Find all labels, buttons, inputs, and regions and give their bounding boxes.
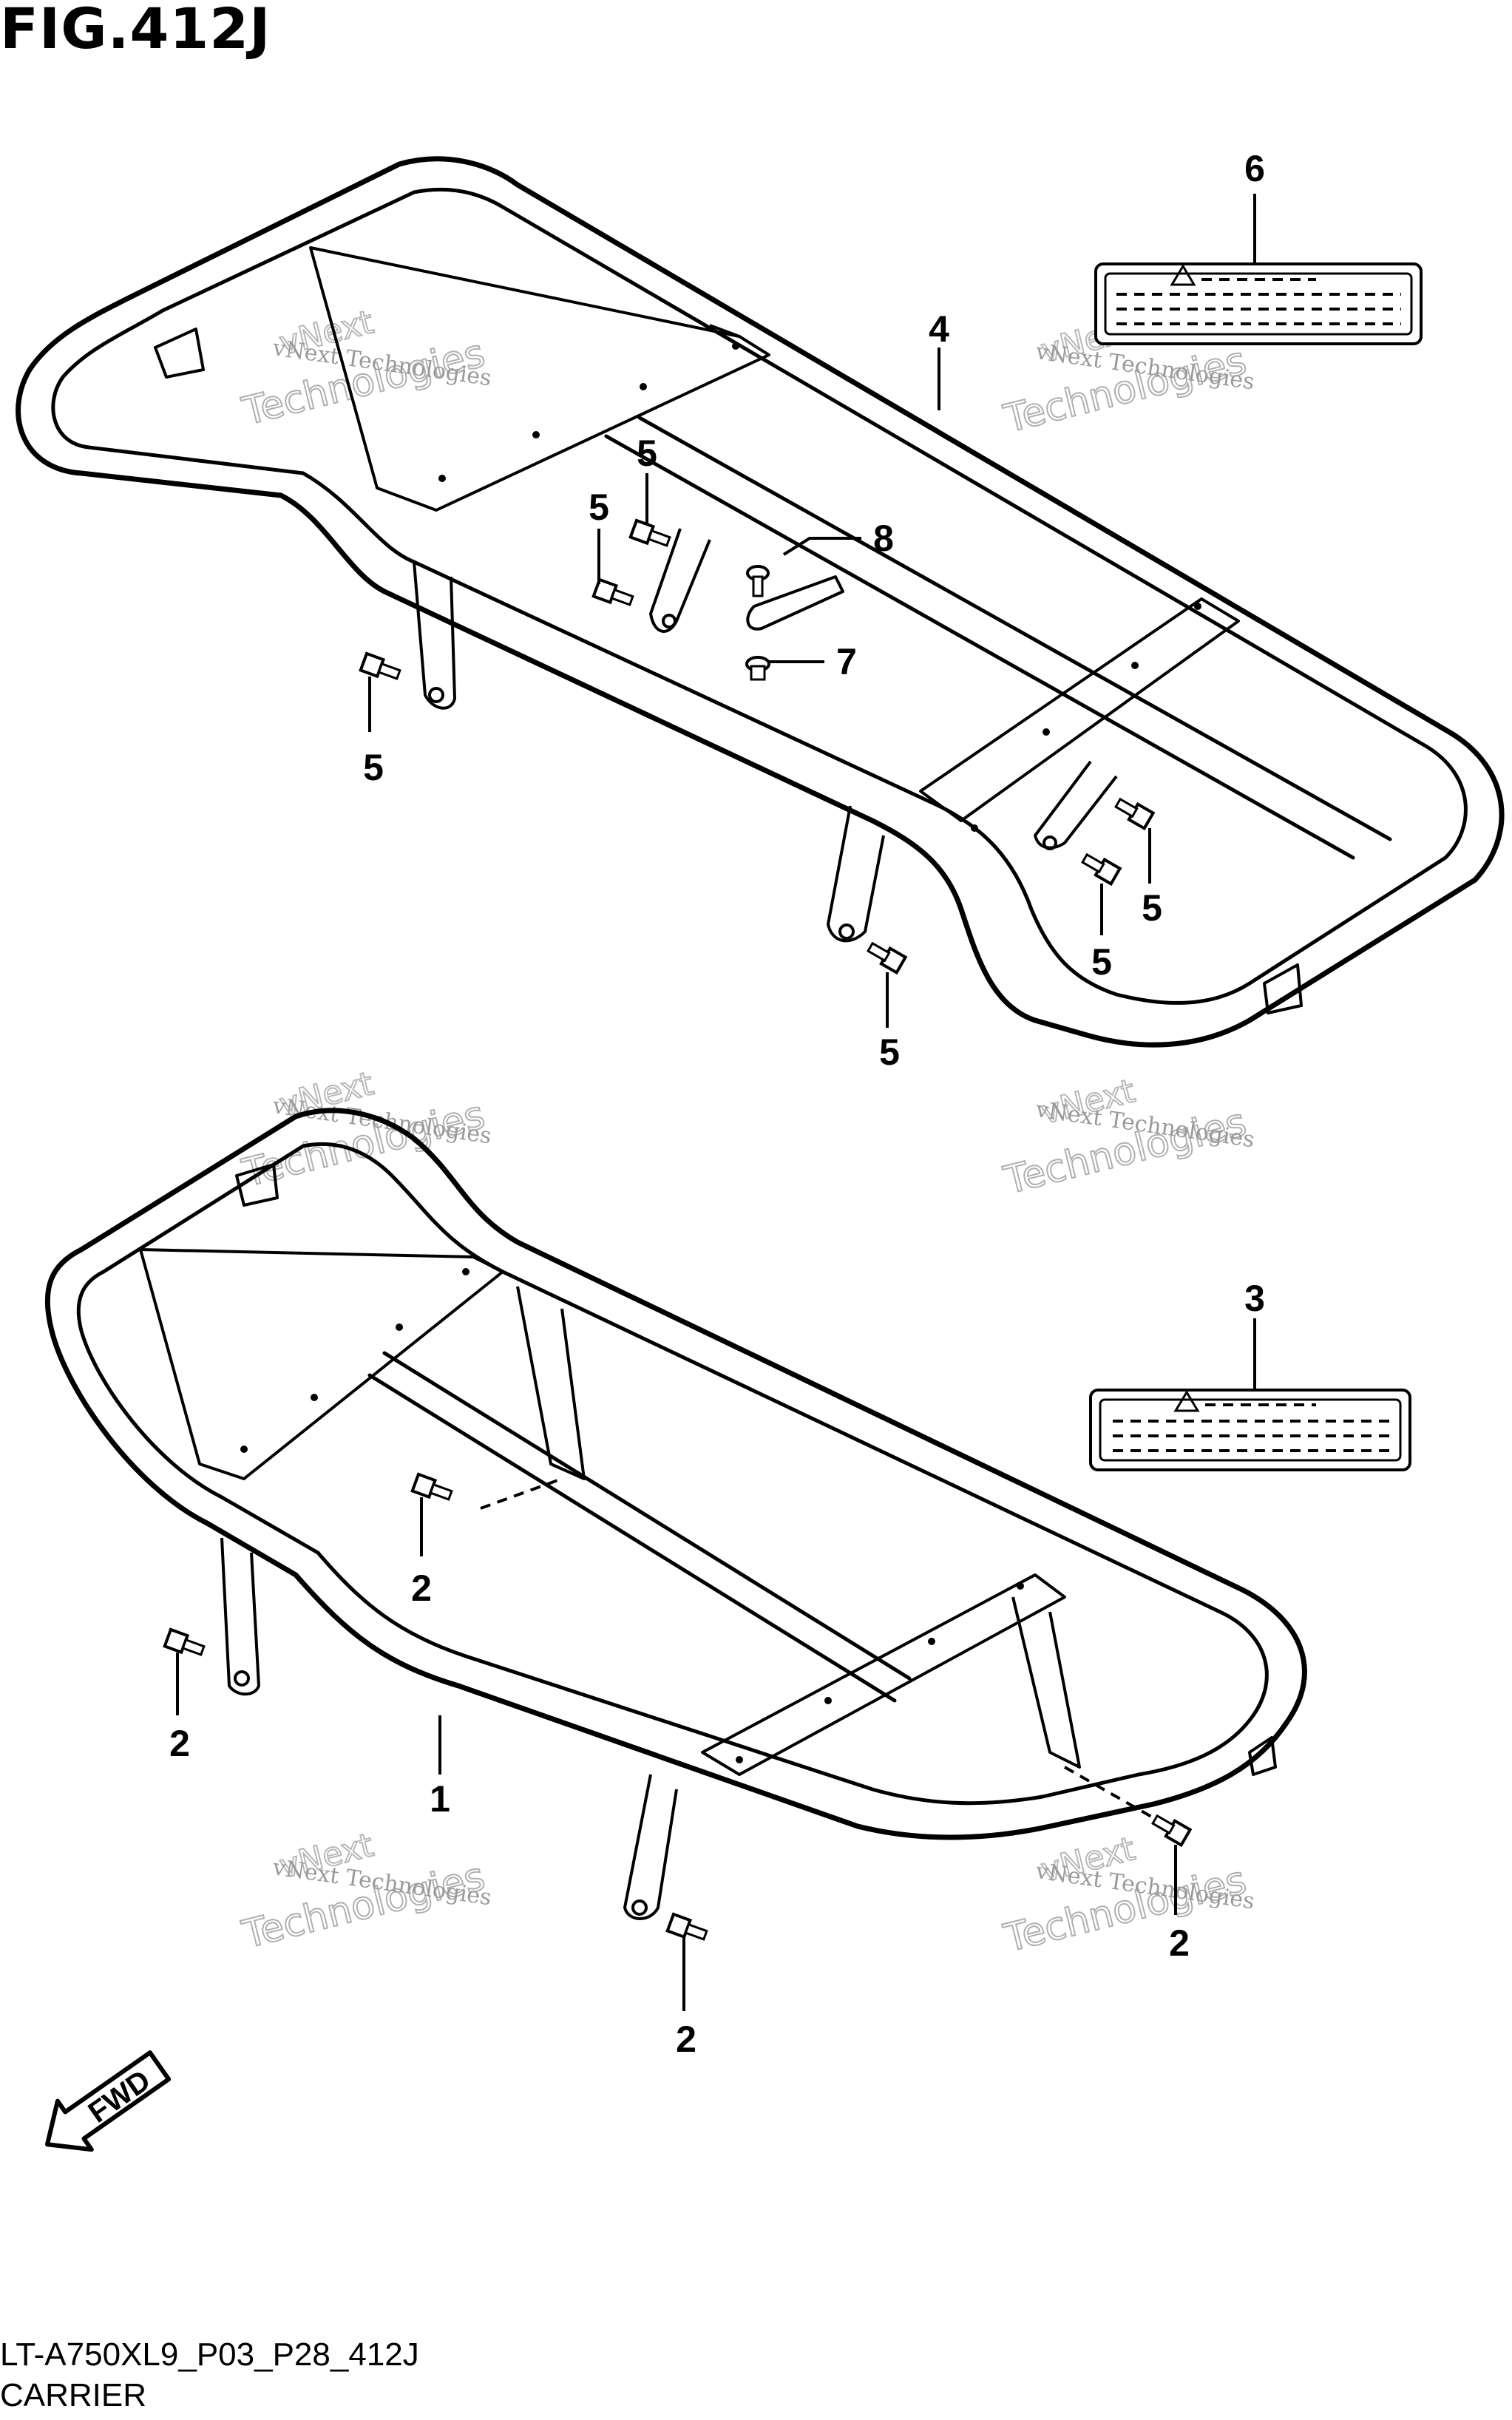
callout-6: 6 xyxy=(1244,148,1265,189)
bolt-5d xyxy=(1114,797,1156,831)
bolt-5c xyxy=(359,651,401,680)
callout-1: 1 xyxy=(430,1778,450,1820)
callout-4: 4 xyxy=(929,308,949,350)
leader-lines xyxy=(176,194,1256,2011)
callout-numbers: 6 4 5 5 5 8 7 5 5 5 3 2 2 1 2 2 xyxy=(169,148,1265,2060)
nut-7 xyxy=(745,656,770,681)
bolt-5b xyxy=(591,577,634,606)
warning-label-3 xyxy=(1089,1389,1411,1471)
figure-title: FIG.412J xyxy=(0,0,271,61)
bolt-2b xyxy=(163,1627,206,1656)
bolt-2d xyxy=(1151,1814,1193,1848)
callout-2: 2 xyxy=(411,1567,432,1609)
callout-5: 5 xyxy=(637,433,657,474)
warning-label-6 xyxy=(1094,262,1423,345)
callout-2: 2 xyxy=(676,2019,696,2060)
bolt-5f xyxy=(867,941,908,975)
callout-7: 7 xyxy=(836,641,857,682)
warning-triangle-icon xyxy=(1173,1390,1200,1412)
screw-8 xyxy=(746,565,770,597)
callout-5: 5 xyxy=(589,487,609,528)
figure-name: CARRIER xyxy=(0,2377,147,2413)
rear-carrier xyxy=(16,156,1505,1048)
bolt-5e xyxy=(1081,853,1122,887)
callout-5: 5 xyxy=(1091,941,1112,983)
callout-5: 5 xyxy=(1142,887,1162,929)
callout-8: 8 xyxy=(873,518,894,559)
fwd-arrow-icon: FWD xyxy=(44,2050,172,2152)
bolts xyxy=(163,518,1193,1941)
callout-5: 5 xyxy=(879,1031,900,1073)
callout-2: 2 xyxy=(169,1723,190,1764)
figure-code: LT-A750XL9_P03_P28_412J xyxy=(0,2336,419,2373)
bolt-2a xyxy=(410,1472,453,1501)
front-carrier xyxy=(44,1108,1307,1920)
bolt-5a xyxy=(628,518,671,547)
bolt-2c xyxy=(665,1912,708,1941)
callout-3: 3 xyxy=(1244,1278,1265,1319)
callout-2: 2 xyxy=(1169,1922,1190,1964)
callout-5: 5 xyxy=(363,747,384,788)
warning-triangle-icon xyxy=(1170,264,1196,286)
